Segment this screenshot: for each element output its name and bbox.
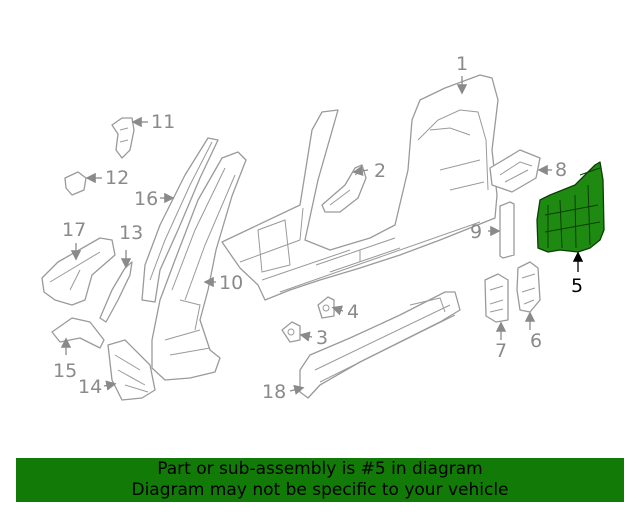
callout-12: 12 — [105, 167, 129, 189]
part-10-center-pillar[interactable] — [151, 151, 247, 381]
callout-13: 13 — [119, 222, 143, 244]
callout-14: 14 — [78, 376, 102, 398]
part-9-strip[interactable] — [499, 201, 515, 259]
parts-diagram: 1 2 3 4 5 6 7 8 9 10 11 12 13 14 15 16 1… — [41, 53, 605, 403]
part-11-bracket[interactable] — [111, 117, 135, 159]
callout-1: 1 — [456, 53, 468, 75]
part-7-plate[interactable] — [484, 273, 509, 323]
callout-18: 18 — [262, 381, 286, 403]
info-banner: Part or sub-assembly is #5 in diagram Di… — [16, 458, 624, 502]
callout-2: 2 — [374, 160, 386, 182]
banner-line-2: Diagram may not be specific to your vehi… — [131, 480, 509, 500]
part-12-clip[interactable] — [64, 171, 87, 196]
callout-5: 5 — [571, 275, 583, 297]
callout-15: 15 — [53, 360, 77, 382]
part-17-bracket[interactable] — [41, 237, 116, 306]
part-14-lower-bracket[interactable] — [107, 339, 156, 401]
callout-17: 17 — [62, 219, 86, 241]
callout-11: 11 — [151, 111, 175, 133]
part-18-rocker-panel[interactable] — [299, 291, 461, 399]
leader-lines — [60, 76, 584, 395]
part-8-box-bracket[interactable] — [489, 149, 541, 193]
part-2-bracket[interactable] — [321, 164, 367, 213]
banner-line-1: Part or sub-assembly is #5 in diagram — [157, 459, 483, 479]
part-3-clip[interactable] — [281, 321, 301, 343]
callout-9: 9 — [470, 221, 482, 243]
callout-3: 3 — [316, 327, 328, 349]
part-1-body-side-panel[interactable] — [221, 74, 499, 301]
callout-7: 7 — [495, 340, 507, 362]
callout-8: 8 — [555, 159, 567, 181]
callout-4: 4 — [347, 301, 359, 323]
part-13-bracket[interactable] — [99, 261, 133, 323]
part-4-clip[interactable] — [317, 296, 335, 319]
part-6-gusset[interactable] — [516, 261, 541, 313]
callout-labels: 1 2 3 4 5 6 7 8 9 10 11 12 13 14 15 16 1… — [53, 53, 583, 403]
callout-10: 10 — [219, 272, 243, 294]
part-16-pillar-reinforcement[interactable] — [141, 137, 219, 303]
callout-6: 6 — [530, 330, 542, 352]
part-5-highlighted-panel[interactable] — [536, 161, 605, 253]
part-15-bracket[interactable] — [51, 317, 105, 349]
callout-16: 16 — [134, 188, 158, 210]
